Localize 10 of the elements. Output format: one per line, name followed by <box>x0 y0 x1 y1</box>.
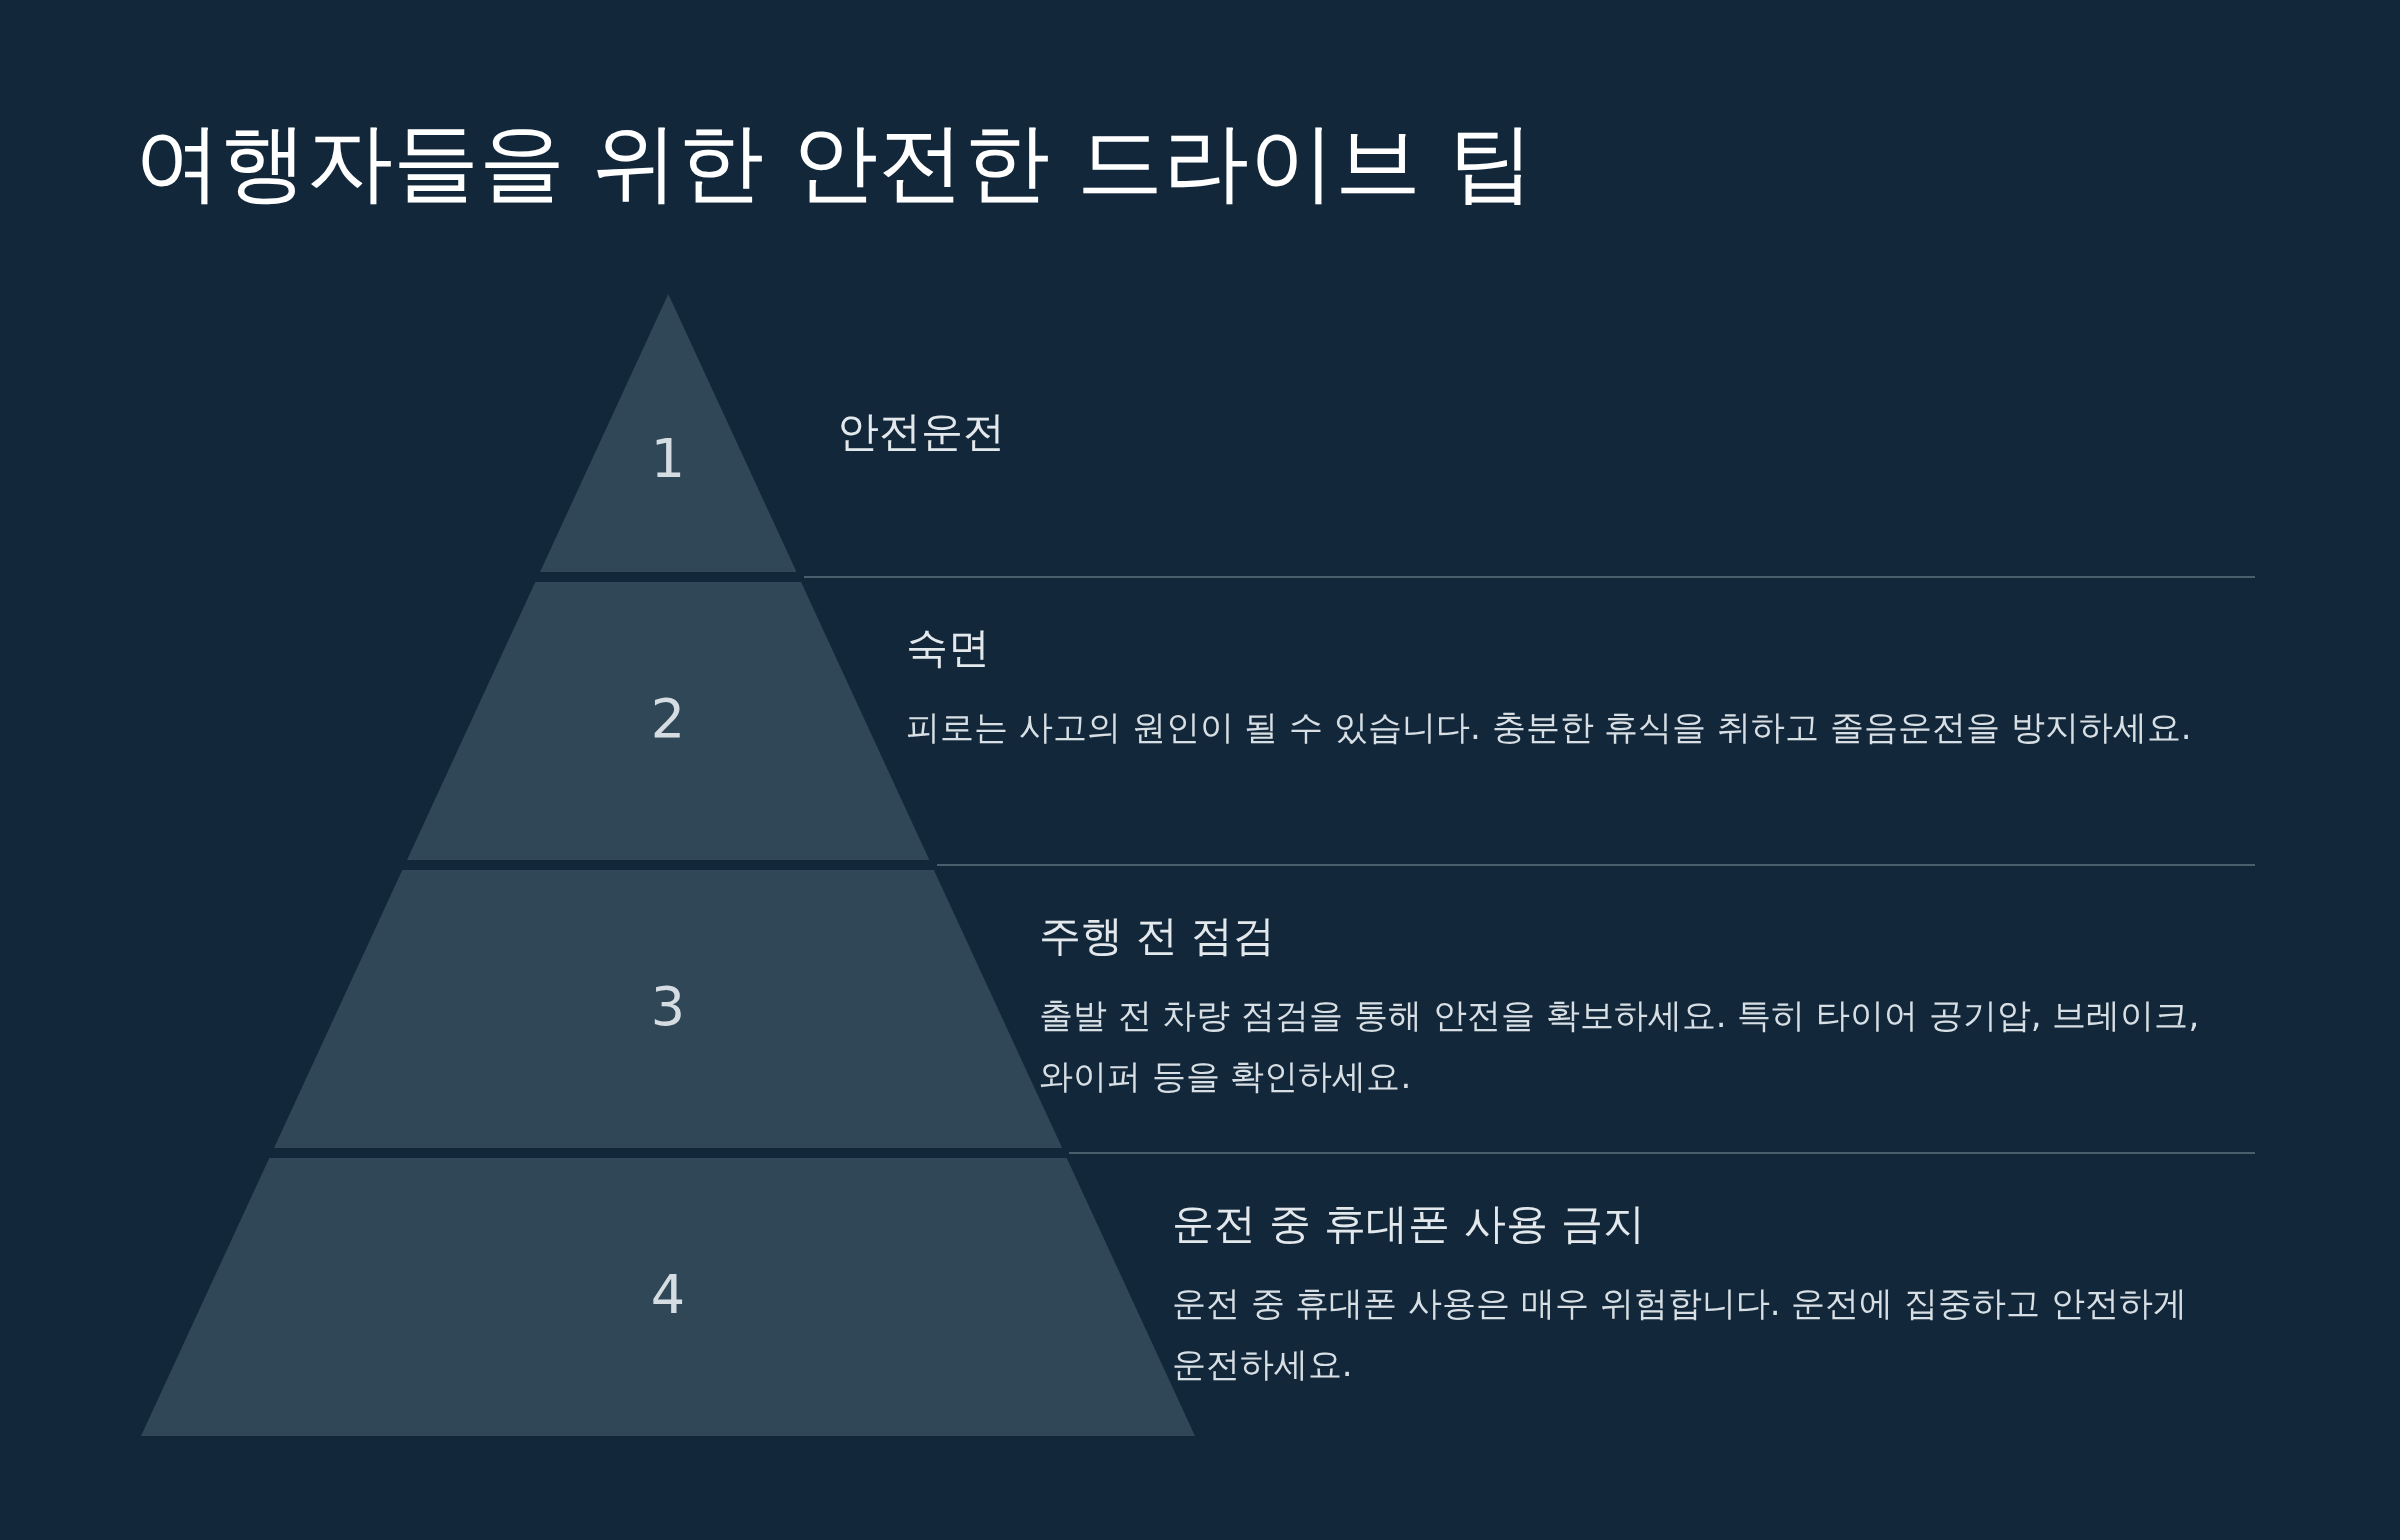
tier-description: 출발 전 차량 점검을 통해 안전을 확보하세요. 특히 타이어 공기압, 브레이크, 와이퍼 등을 확인하세요. <box>1038 994 2201 1098</box>
tier-description: 운전 중 휴대폰 사용은 매우 위험합니다. 운전에 집중하고 안전하게 운전하세요. <box>1171 1282 2188 1386</box>
tier-heading: 안전운전 <box>837 406 1005 458</box>
tier-number: 1 <box>649 426 687 490</box>
tier-description: 피로는 사고의 원인이 될 수 있습니다. 충분한 휴식을 취하고 졸음운전을 방지하세요. <box>905 706 2193 749</box>
title: 여행자들을 위한 안전한 드라이브 팁 <box>135 111 1535 214</box>
tier-heading: 운전 중 휴대폰 사용 금지 <box>1171 1198 1646 1250</box>
tier-heading: 숙면 <box>905 622 990 674</box>
pyramid-tier <box>539 294 797 572</box>
tier-heading: 주행 전 점검 <box>1038 910 1276 962</box>
